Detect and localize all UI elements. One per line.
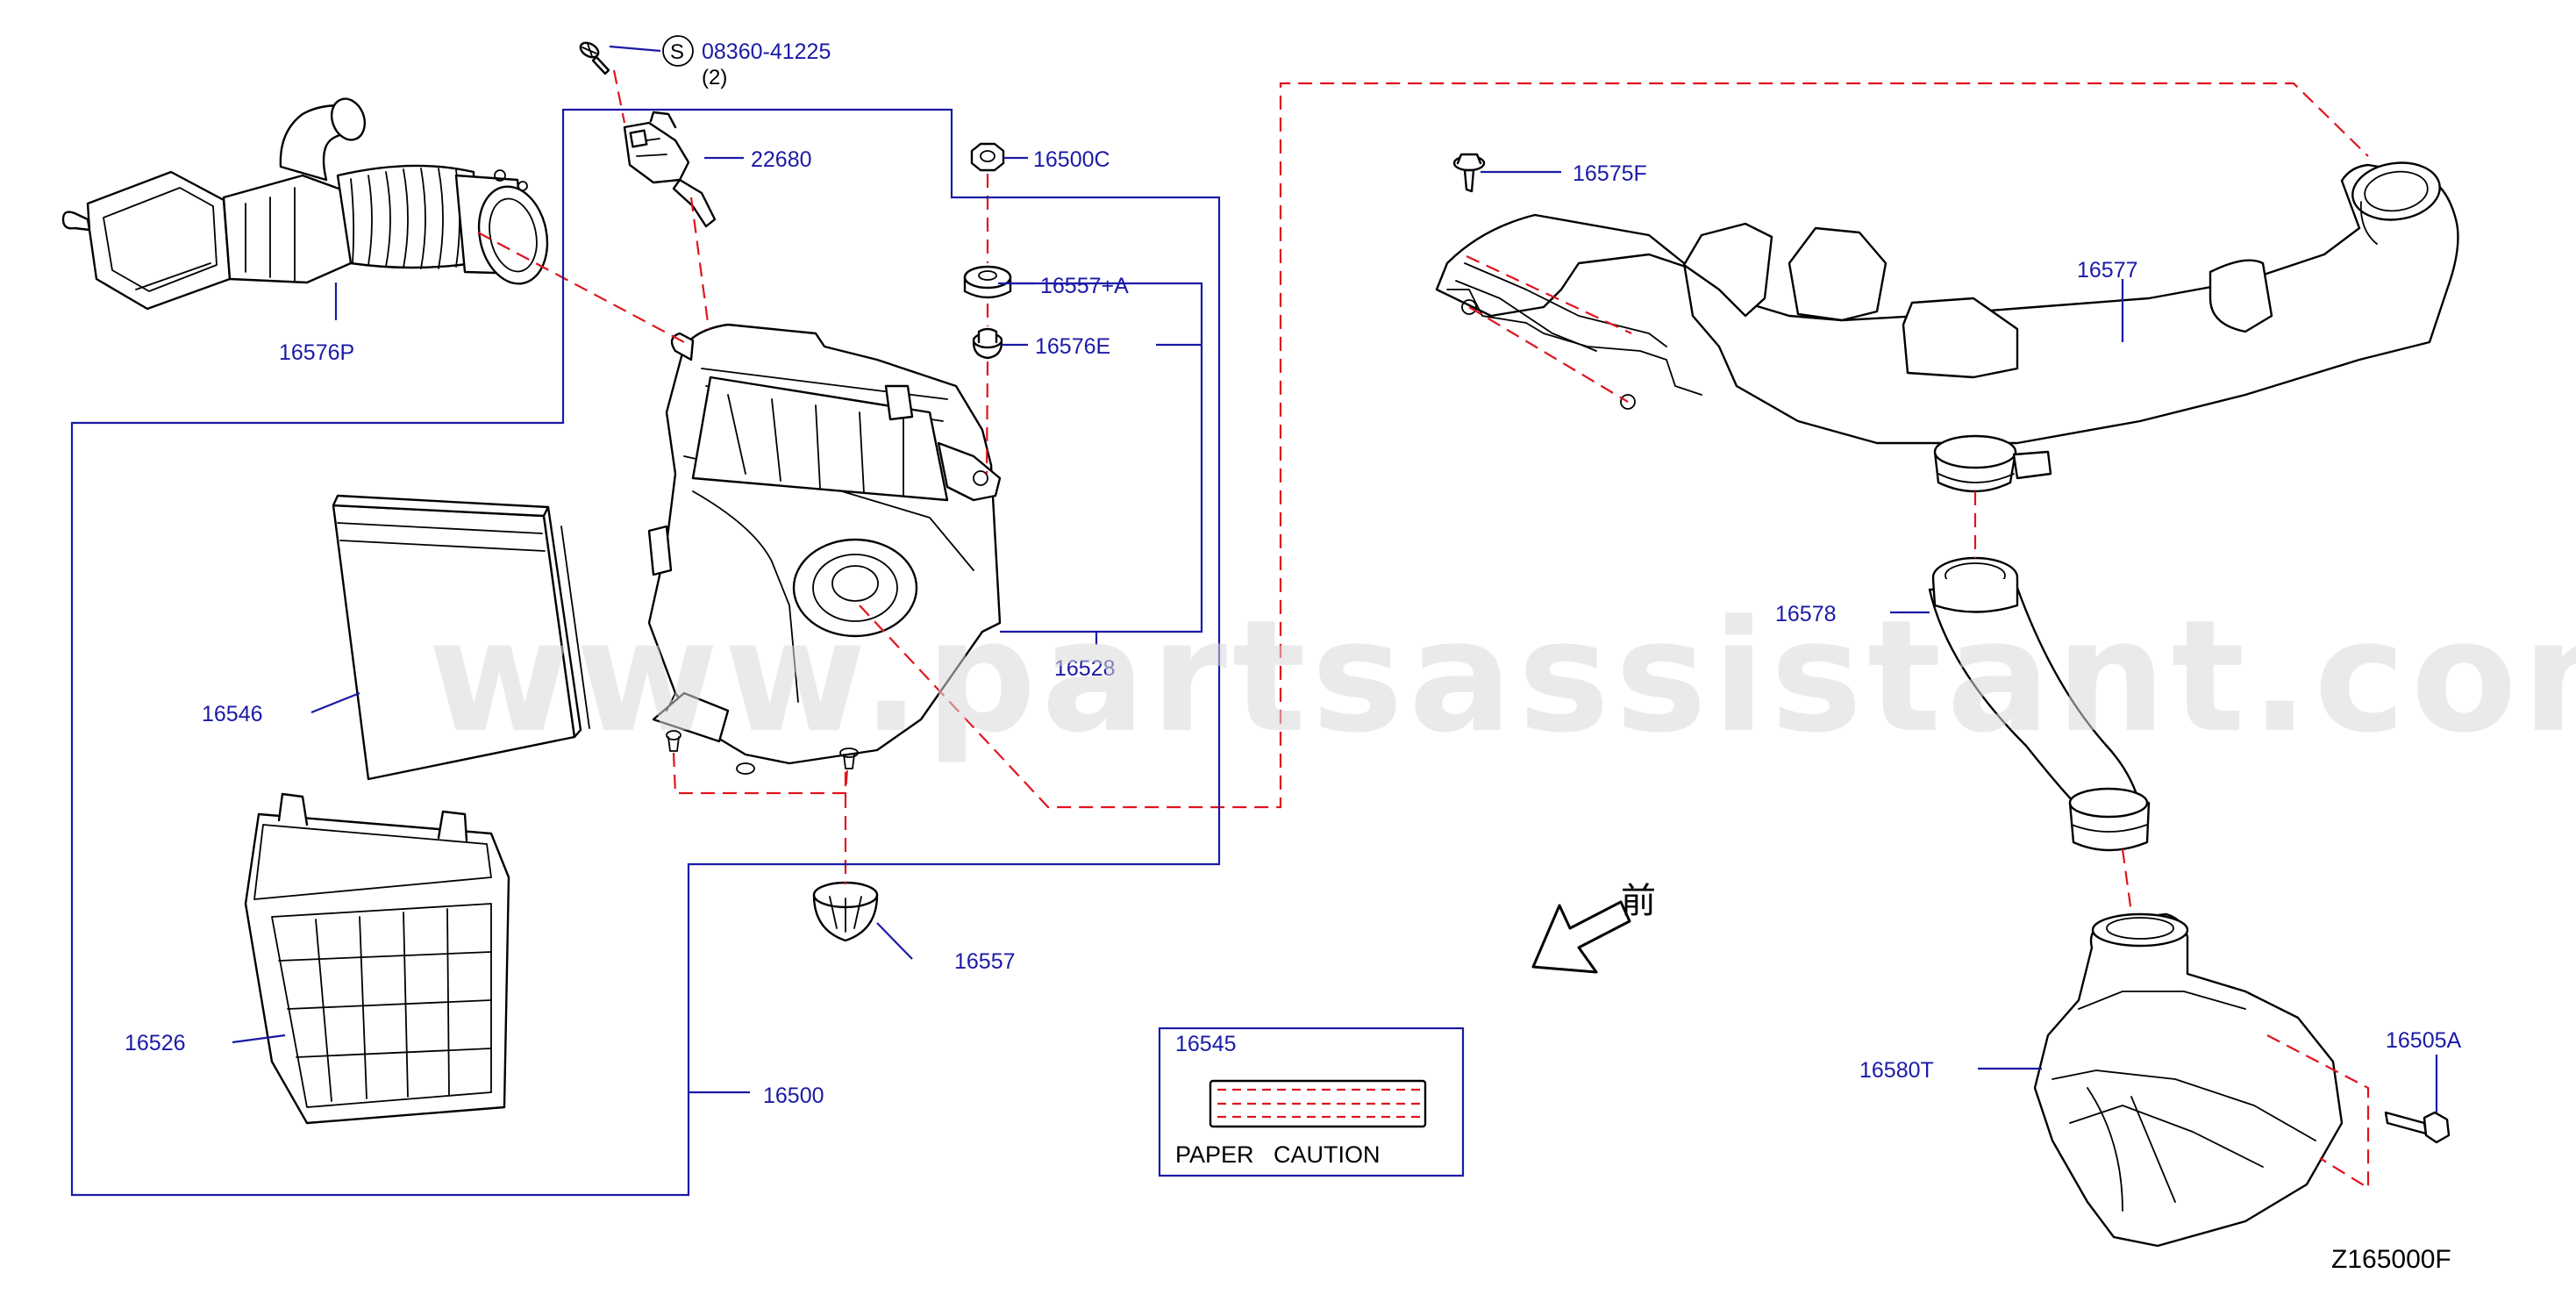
- standard-part-symbol: S: [670, 40, 684, 64]
- callout-22680: 22680: [751, 147, 812, 172]
- part-16528-air-cleaner-case[interactable]: [647, 323, 1002, 775]
- label-card-text: PAPER CAUTION: [1175, 1141, 1381, 1168]
- callout-16546: 16546: [202, 702, 263, 726]
- part-08360-41225-screw[interactable]: [578, 35, 694, 75]
- part-16557-grommet[interactable]: [812, 881, 879, 942]
- callout-16500C: 16500C: [1033, 147, 1110, 172]
- part-16575F-clip[interactable]: [1452, 153, 1486, 193]
- front-mark: 前: [1621, 881, 1656, 921]
- callout-16576E: 16576E: [1035, 334, 1110, 359]
- assembly-leader-lines: [477, 69, 2370, 1190]
- part-16505A-bolt[interactable]: [2384, 1111, 2451, 1144]
- caution-label-16545[interactable]: [1209, 1079, 1427, 1128]
- diagram-code: Z165000F: [2331, 1245, 2451, 1274]
- assembly-box-16500: [70, 108, 1221, 1197]
- callout-16557A: 16557+A: [1040, 274, 1129, 298]
- callout-16500: 16500: [763, 1084, 824, 1108]
- watermark: www.partsassistant.com: [428, 587, 2576, 767]
- callout-16557: 16557: [954, 949, 1016, 974]
- part-16580T-resonator[interactable]: [2033, 912, 2344, 1248]
- part-16546-air-filter[interactable]: [332, 494, 590, 781]
- callout-08360-41225: 08360-41225: [702, 39, 831, 64]
- callout-16545: 16545: [1175, 1032, 1237, 1056]
- quantity-2: (2): [702, 66, 727, 89]
- part-16526-filter-frame[interactable]: [244, 792, 510, 1125]
- callout-16580T: 16580T: [1859, 1058, 1934, 1083]
- callout-16578: 16578: [1775, 602, 1837, 626]
- callout-16575F: 16575F: [1573, 161, 1647, 186]
- callout-16505A: 16505A: [2386, 1028, 2462, 1053]
- callout-16577: 16577: [2077, 258, 2138, 283]
- callout-16526: 16526: [125, 1031, 186, 1055]
- part-22680-airflow-sensor[interactable]: [623, 111, 717, 228]
- part-16557A-grommet[interactable]: [963, 265, 1012, 299]
- callout-16528: 16528: [1054, 656, 1116, 681]
- part-16576E-grommet[interactable]: [972, 327, 1003, 360]
- part-16578-hose[interactable]: [1928, 556, 2151, 852]
- front-direction-arrow-icon: [1531, 900, 1631, 974]
- part-16500C-nut[interactable]: [970, 142, 1005, 172]
- part-16576P-intake-duct[interactable]: [61, 94, 556, 311]
- callout-16576P: 16576P: [279, 340, 354, 365]
- part-16577-air-duct[interactable]: [1435, 157, 2459, 493]
- label-box-16545: [1158, 1027, 1465, 1177]
- assembly-brackets: [70, 45, 2438, 1197]
